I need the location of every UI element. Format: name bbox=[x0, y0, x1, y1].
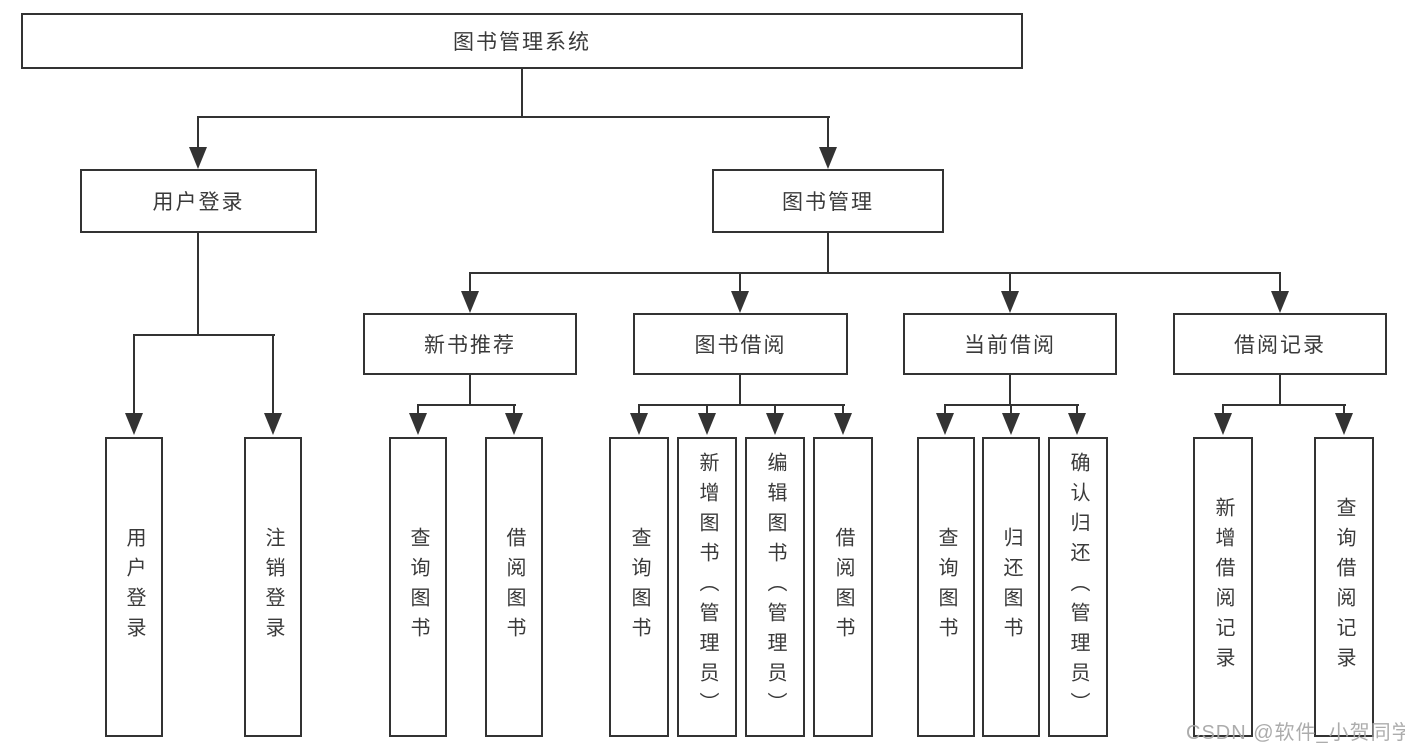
connector-horizontal bbox=[417, 404, 516, 406]
arrow-down-icon bbox=[1001, 291, 1019, 313]
arrow-down-icon bbox=[834, 413, 852, 435]
connector-vertical bbox=[1076, 404, 1078, 418]
arrow-down-icon bbox=[505, 413, 523, 435]
leaf-label: 查询图书 bbox=[628, 527, 650, 647]
leaf-query-books: 查询图书 bbox=[609, 437, 669, 737]
leaf-return-books: 归还图书 bbox=[982, 437, 1040, 737]
arrow-down-icon bbox=[189, 147, 207, 169]
leaf-label: 借阅图书 bbox=[832, 527, 854, 647]
connector-vertical bbox=[133, 334, 135, 416]
connector-vertical bbox=[827, 116, 829, 150]
arrow-down-icon bbox=[1271, 291, 1289, 313]
connector-vertical bbox=[1222, 404, 1224, 418]
connector-vertical bbox=[944, 404, 946, 418]
node-current-borrow: 当前借阅 bbox=[903, 313, 1117, 375]
connector-vertical bbox=[827, 233, 829, 273]
node-new-book-recommend: 新书推荐 bbox=[363, 313, 577, 375]
arrow-down-icon bbox=[1002, 413, 1020, 435]
connector-horizontal bbox=[197, 116, 830, 118]
arrow-down-icon bbox=[461, 291, 479, 313]
connector-vertical bbox=[739, 375, 741, 405]
leaf-label: 确认归还（管理员） bbox=[1067, 452, 1089, 722]
node-label: 当前借阅 bbox=[964, 334, 1056, 357]
leaf-confirm-return-admin: 确认归还（管理员） bbox=[1048, 437, 1108, 737]
connector-vertical bbox=[706, 404, 708, 418]
connector-vertical bbox=[774, 404, 776, 418]
leaf-label: 用户登录 bbox=[123, 527, 145, 647]
leaf-label: 新增图书（管理员） bbox=[696, 452, 718, 722]
leaf-label: 编辑图书（管理员） bbox=[764, 452, 786, 722]
leaf-query-borrow-record: 查询借阅记录 bbox=[1314, 437, 1374, 737]
node-label: 图书管理 bbox=[782, 191, 874, 214]
csdn-watermark: CSDN @软件_小贺同学 bbox=[1186, 722, 1405, 744]
connector-horizontal bbox=[133, 334, 275, 336]
arrow-down-icon bbox=[409, 413, 427, 435]
leaf-label: 查询借阅记录 bbox=[1333, 497, 1355, 677]
leaf-logout: 注销登录 bbox=[244, 437, 302, 737]
leaf-borrow-books: 借阅图书 bbox=[813, 437, 873, 737]
arrow-down-icon bbox=[731, 291, 749, 313]
leaf-add-borrow-record: 新增借阅记录 bbox=[1193, 437, 1253, 737]
connector-vertical bbox=[1343, 404, 1345, 418]
connector-vertical bbox=[469, 272, 471, 294]
arrow-down-icon bbox=[766, 413, 784, 435]
connector-vertical bbox=[272, 334, 274, 416]
node-borrow-record: 借阅记录 bbox=[1173, 313, 1387, 375]
leaf-label: 新增借阅记录 bbox=[1212, 497, 1234, 677]
leaf-label: 注销登录 bbox=[262, 527, 284, 647]
leaf-add-books-admin: 新增图书（管理员） bbox=[677, 437, 737, 737]
arrow-down-icon bbox=[1335, 413, 1353, 435]
connector-vertical bbox=[1009, 272, 1011, 294]
leaf-edit-books-admin: 编辑图书（管理员） bbox=[745, 437, 805, 737]
leaf-borrow-books: 借阅图书 bbox=[485, 437, 543, 737]
connector-vertical bbox=[197, 233, 199, 335]
arrow-down-icon bbox=[125, 413, 143, 435]
connector-horizontal bbox=[638, 404, 845, 406]
connector-vertical bbox=[842, 404, 844, 418]
node-book-management: 图书管理 bbox=[712, 169, 944, 233]
connector-vertical bbox=[469, 375, 471, 405]
arrow-down-icon bbox=[1068, 413, 1086, 435]
connector-vertical bbox=[1279, 272, 1281, 294]
node-label: 借阅记录 bbox=[1234, 334, 1326, 357]
node-label: 新书推荐 bbox=[424, 334, 516, 357]
connector-vertical bbox=[638, 404, 640, 418]
node-label: 用户登录 bbox=[152, 191, 245, 214]
leaf-label: 归还图书 bbox=[1000, 527, 1022, 647]
connector-vertical bbox=[417, 404, 419, 418]
arrow-down-icon bbox=[264, 413, 282, 435]
leaf-label: 查询图书 bbox=[935, 527, 957, 647]
node-root: 图书管理系统 bbox=[21, 13, 1023, 69]
connector-vertical bbox=[197, 116, 199, 150]
leaf-user-login: 用户登录 bbox=[105, 437, 163, 737]
connector-vertical bbox=[521, 69, 523, 117]
node-book-borrow: 图书借阅 bbox=[633, 313, 848, 375]
connector-vertical bbox=[739, 272, 741, 294]
node-user-login: 用户登录 bbox=[80, 169, 317, 233]
connector-vertical bbox=[1010, 404, 1012, 418]
leaf-query-books: 查询图书 bbox=[389, 437, 447, 737]
node-label: 图书借阅 bbox=[694, 334, 787, 357]
arrow-down-icon bbox=[819, 147, 837, 169]
leaf-label: 借阅图书 bbox=[503, 527, 525, 647]
arrow-down-icon bbox=[698, 413, 716, 435]
arrow-down-icon bbox=[630, 413, 648, 435]
arrow-down-icon bbox=[1214, 413, 1232, 435]
connector-horizontal bbox=[1222, 404, 1346, 406]
leaf-label: 查询图书 bbox=[407, 527, 429, 647]
node-root-label: 图书管理系统 bbox=[453, 31, 591, 54]
connector-vertical bbox=[1009, 375, 1011, 405]
connector-horizontal bbox=[469, 272, 1281, 274]
leaf-query-books: 查询图书 bbox=[917, 437, 975, 737]
arrow-down-icon bbox=[936, 413, 954, 435]
connector-vertical bbox=[513, 404, 515, 418]
connector-vertical bbox=[1279, 375, 1281, 405]
